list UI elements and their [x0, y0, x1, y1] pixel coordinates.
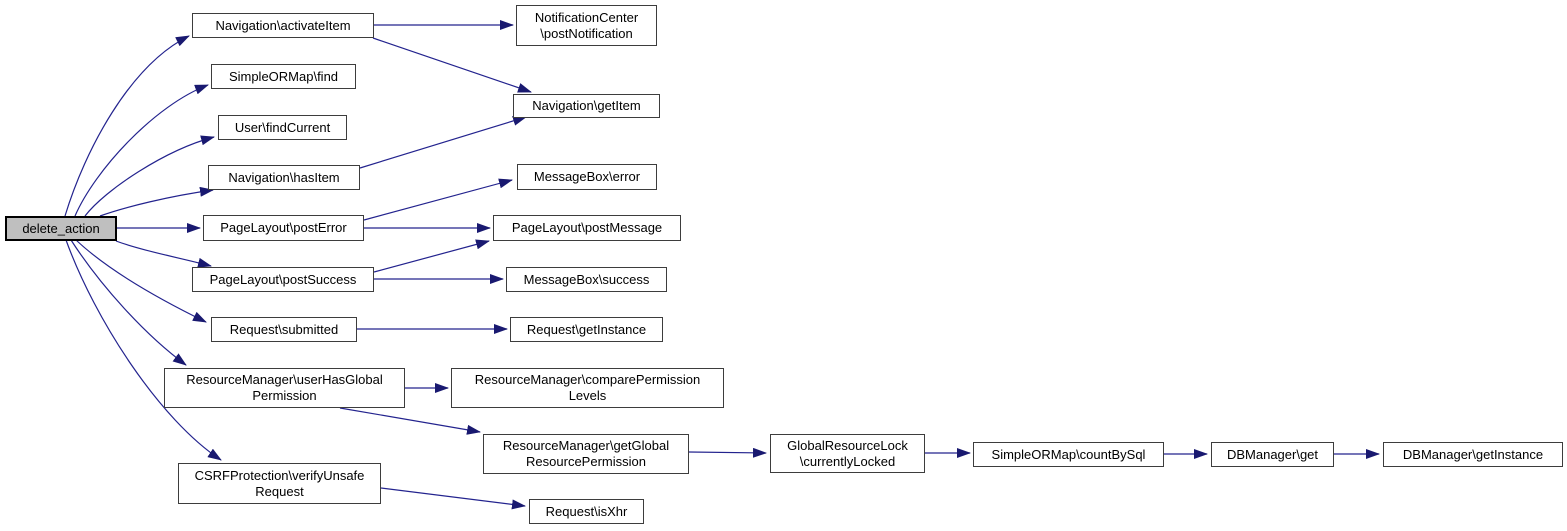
edge-deleteAction-postSuccess: [115, 240, 212, 268]
node-label: CSRFProtection\verifyUnsafe: [194, 467, 365, 483]
node-label: Request\submitted: [229, 321, 339, 337]
node-label: \postNotification: [540, 25, 633, 41]
node-label: Permission: [252, 388, 317, 403]
node-postMessage[interactable]: PageLayout\postMessage: [493, 215, 681, 241]
node-label: Navigation\getItem: [532, 98, 641, 113]
node-label: Navigation\hasItem: [228, 169, 340, 185]
edge-postSuccess-postMessage: [373, 239, 490, 273]
node-submitted[interactable]: Request\submitted: [211, 317, 357, 342]
node-label: PageLayout\postError: [220, 220, 347, 235]
node-label: Navigation\activateItem: [215, 17, 351, 33]
node-label: DBManager\get: [1226, 446, 1319, 462]
node-countBySql[interactable]: SimpleORMap\countBySql: [973, 442, 1164, 467]
edge-deleteAction-hasItem: [99, 186, 214, 217]
node-success[interactable]: MessageBox\success: [506, 267, 667, 292]
node-postError[interactable]: PageLayout\postError: [203, 215, 364, 241]
edge-deleteAction-find: [74, 84, 209, 217]
node-postNotification[interactable]: NotificationCenter\postNotification: [516, 5, 657, 46]
node-label: DBManager\getInstance: [1402, 446, 1544, 462]
node-label: Request\getInstance: [526, 321, 647, 337]
edge-verifyUnsafe-isXhr: [380, 487, 526, 510]
node-getInstance[interactable]: Request\getInstance: [510, 317, 663, 342]
node-activateItem[interactable]: Navigation\activateItem: [192, 13, 374, 38]
edge-deleteAction-activateItem: [64, 35, 190, 217]
node-findCurrent[interactable]: User\findCurrent: [218, 115, 347, 140]
node-label: Request: [255, 483, 304, 499]
edge-deleteAction-submitted: [75, 239, 207, 323]
node-label: Levels: [568, 388, 607, 403]
node-label: ResourceManager\getGlobal: [502, 438, 670, 453]
node-label: ResourceManager\userHasGlobal: [186, 372, 383, 387]
edges-group: [64, 20, 1380, 510]
edge-getGlobal-currentlyLocked: [688, 447, 767, 458]
edge-activateItem-getItem: [372, 37, 532, 93]
node-label: SimpleORMap\countBySql: [991, 446, 1146, 462]
node-hasItem[interactable]: Navigation\hasItem: [208, 165, 360, 190]
node-dbGetInstance[interactable]: DBManager\getInstance: [1383, 442, 1563, 467]
node-label: PageLayout\postMessage: [511, 220, 663, 235]
node-error[interactable]: MessageBox\error: [517, 164, 657, 190]
node-isXhr[interactable]: Request\isXhr: [529, 499, 644, 524]
node-label: MessageBox\error: [533, 169, 641, 184]
node-find[interactable]: SimpleORMap\find: [211, 64, 356, 89]
node-label: delete_action: [22, 220, 100, 236]
node-label: Request\isXhr: [545, 503, 628, 519]
node-label: ResourcePermission: [526, 454, 646, 469]
node-label: SimpleORMap\find: [228, 68, 339, 84]
node-label: User\findCurrent: [234, 119, 331, 135]
node-currentlyLocked[interactable]: GlobalResourceLock\currentlyLocked: [770, 434, 925, 473]
node-deleteAction: delete_action: [5, 216, 117, 241]
edge-postError-error: [363, 178, 513, 221]
node-label: \currentlyLocked: [799, 453, 896, 469]
node-label: ResourceManager\comparePermission: [474, 372, 701, 387]
edge-deleteAction-findCurrent: [84, 135, 215, 217]
edge-userHasGlobal-getGlobal: [339, 407, 481, 435]
node-getItem[interactable]: Navigation\getItem: [513, 94, 660, 118]
node-label: MessageBox\success: [523, 271, 650, 287]
node-label: PageLayout\postSuccess: [209, 271, 357, 287]
node-postSuccess[interactable]: PageLayout\postSuccess: [192, 267, 374, 292]
node-label: NotificationCenter: [534, 9, 639, 25]
node-dbGet[interactable]: DBManager\get: [1211, 442, 1334, 467]
edge-deleteAction-userHasGlobal: [70, 239, 187, 366]
node-label: GlobalResourceLock: [787, 437, 908, 453]
edge-hasItem-getItem: [359, 116, 527, 169]
